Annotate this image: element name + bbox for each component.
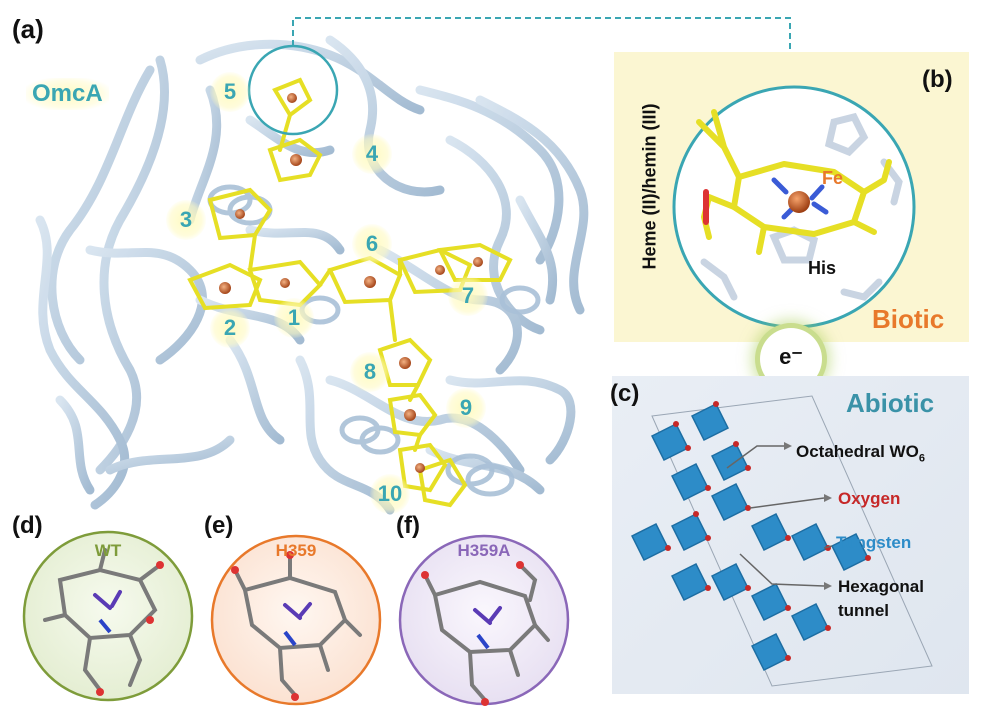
highlight-circle <box>249 46 337 134</box>
h359-title: H359 <box>236 541 356 561</box>
heme-number-1: 1 <box>274 298 314 338</box>
heme-number-6: 6 <box>352 224 392 264</box>
biotic-label: Biotic <box>872 304 944 335</box>
oxygen-label: Oxygen <box>838 489 900 509</box>
heme-number-7: 7 <box>448 276 488 316</box>
protein-name-label: OmcA <box>26 78 109 110</box>
h359a-title: H359A <box>424 541 544 561</box>
octahedral-wo6-label: Octahedral WO6 <box>796 442 925 464</box>
h359-circle <box>212 536 380 704</box>
heme-number-4: 4 <box>352 134 392 174</box>
heme-number-5: 5 <box>210 72 250 112</box>
electron-label: e⁻ <box>760 344 822 370</box>
tungsten-label: Tungsten <box>836 533 911 553</box>
panel-b-label: (b) <box>922 66 953 94</box>
heme-hemin-label: Heme (II)/hemin (III) <box>640 57 661 317</box>
fe-label: Fe <box>822 168 843 189</box>
heme-number-3: 3 <box>166 200 206 240</box>
heme-number-2: 2 <box>210 308 250 348</box>
heme-number-10: 10 <box>370 474 410 514</box>
tungsten-oxide-lattice <box>612 376 969 694</box>
heme-number-8: 8 <box>350 352 390 392</box>
hexagonal-tunnel-label-line1: Hexagonal <box>838 577 924 597</box>
his-label: His <box>808 258 836 279</box>
heme-number-9: 9 <box>446 388 486 428</box>
heme-closeup-illustration <box>614 52 969 342</box>
fe-atom <box>788 191 810 213</box>
hexagonal-tunnel-label-line2: tunnel <box>838 601 889 621</box>
wt-title: WT <box>48 541 168 561</box>
